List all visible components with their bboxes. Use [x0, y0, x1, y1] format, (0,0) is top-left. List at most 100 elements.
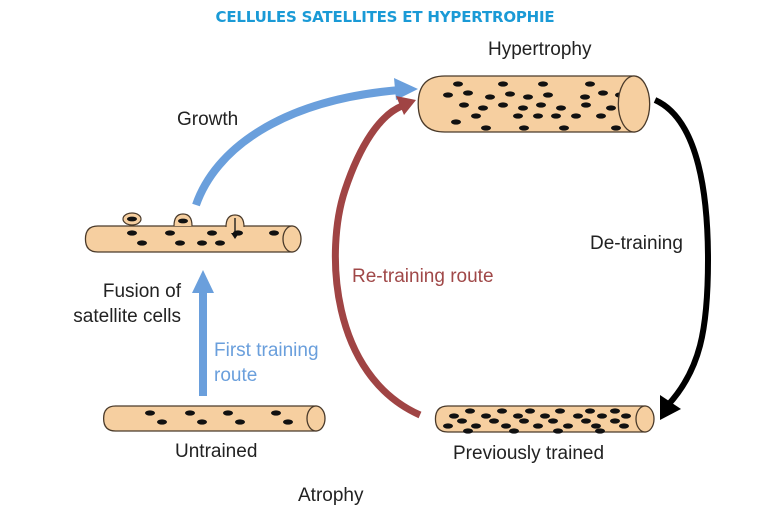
- nucleus: [485, 94, 495, 100]
- nucleus: [571, 113, 581, 119]
- nucleus: [610, 418, 620, 424]
- nucleus: [543, 92, 553, 98]
- nucleus: [540, 413, 550, 419]
- nucleus: [509, 428, 519, 434]
- nucleus: [497, 408, 507, 414]
- nucleus: [157, 419, 167, 425]
- nucleus: [585, 408, 595, 414]
- nucleus: [271, 410, 281, 416]
- nucleus: [559, 125, 569, 131]
- nucleus: [449, 413, 459, 419]
- nucleus: [175, 240, 185, 246]
- nucleus: [518, 105, 528, 111]
- de-training-arrow-head: [660, 395, 681, 420]
- nucleus: [538, 81, 548, 87]
- nucleus: [489, 418, 499, 424]
- nucleus: [463, 90, 473, 96]
- nucleus: [127, 230, 137, 236]
- fiber-fusion: [84, 212, 302, 253]
- label-fusion-line1: Fusion of: [102, 281, 181, 302]
- nucleus: [556, 105, 566, 111]
- nucleus: [610, 408, 620, 414]
- nucleus: [233, 230, 243, 236]
- nucleus: [185, 410, 195, 416]
- nucleus: [453, 81, 463, 87]
- nucleus: [498, 81, 508, 87]
- diagram-title: CELLULES SATELLITES ET HYPERTROPHIE: [215, 8, 555, 26]
- nucleus: [519, 418, 529, 424]
- nucleus: [197, 240, 207, 246]
- nucleus: [591, 423, 601, 429]
- nucleus: [137, 240, 147, 246]
- satellite-nucleus: [178, 218, 188, 224]
- nucleus: [597, 413, 607, 419]
- nucleus: [165, 230, 175, 236]
- nucleus: [443, 423, 453, 429]
- nucleus: [443, 92, 453, 98]
- nucleus: [513, 413, 523, 419]
- nucleus: [519, 125, 529, 131]
- nucleus: [457, 418, 467, 424]
- nucleus: [573, 413, 583, 419]
- nucleus: [471, 423, 481, 429]
- first-training-arrow-head: [192, 270, 214, 293]
- nucleus: [451, 119, 461, 125]
- label-atrophy: Atrophy: [298, 485, 364, 506]
- nucleus: [465, 408, 475, 414]
- label-previously-trained: Previously trained: [453, 443, 605, 464]
- nucleus: [598, 90, 608, 96]
- label-growth: Growth: [177, 109, 239, 130]
- nucleus: [145, 410, 155, 416]
- nucleus: [498, 102, 508, 108]
- nucleus: [536, 102, 546, 108]
- re-training-arrow: [331, 102, 422, 419]
- nucleus: [235, 419, 245, 425]
- fiber-end-cap: [306, 405, 326, 432]
- nucleus: [459, 102, 469, 108]
- growth-arrow-head: [394, 78, 418, 100]
- fiber-hypertrophy: [417, 75, 651, 133]
- fiber-body: [102, 405, 317, 432]
- label-first-training-line2: route: [214, 365, 258, 386]
- nucleus: [478, 105, 488, 111]
- nucleus: [463, 428, 473, 434]
- nucleus: [269, 230, 279, 236]
- nucleus: [548, 418, 558, 424]
- nucleus: [611, 125, 621, 131]
- nucleus: [596, 113, 606, 119]
- de-training-arrow: [653, 97, 712, 408]
- nucleus: [555, 408, 565, 414]
- nucleus: [481, 125, 491, 131]
- nucleus: [581, 418, 591, 424]
- label-hypertrophy: Hypertrophy: [488, 39, 592, 60]
- label-de-training: De-training: [590, 233, 683, 254]
- fiber-end-cap: [617, 75, 651, 133]
- label-fusion-line2: satellite cells: [73, 306, 181, 327]
- label-first-training-line1: First training: [214, 340, 319, 361]
- fiber-end-cap: [282, 225, 302, 253]
- fiber-end-cap: [635, 405, 655, 433]
- nucleus: [585, 81, 595, 87]
- nucleus: [505, 91, 515, 97]
- fiber-body: [84, 225, 293, 253]
- nucleus: [533, 423, 543, 429]
- nucleus: [215, 240, 225, 246]
- nucleus: [207, 230, 217, 236]
- nucleus: [481, 413, 491, 419]
- nucleus: [563, 423, 573, 429]
- growth-arrow: [192, 86, 401, 207]
- label-untrained: Untrained: [175, 441, 258, 462]
- nucleus: [595, 428, 605, 434]
- satellite-nucleus: [127, 216, 137, 222]
- re-training-arrow-head: [396, 96, 416, 115]
- fiber-untrained: [102, 405, 326, 432]
- nucleus: [501, 423, 511, 429]
- nucleus: [525, 408, 535, 414]
- nucleus: [471, 113, 481, 119]
- nucleus: [621, 413, 631, 419]
- nucleus: [553, 428, 563, 434]
- nucleus: [581, 102, 591, 108]
- fiber-body: [417, 75, 635, 133]
- nucleus: [551, 113, 561, 119]
